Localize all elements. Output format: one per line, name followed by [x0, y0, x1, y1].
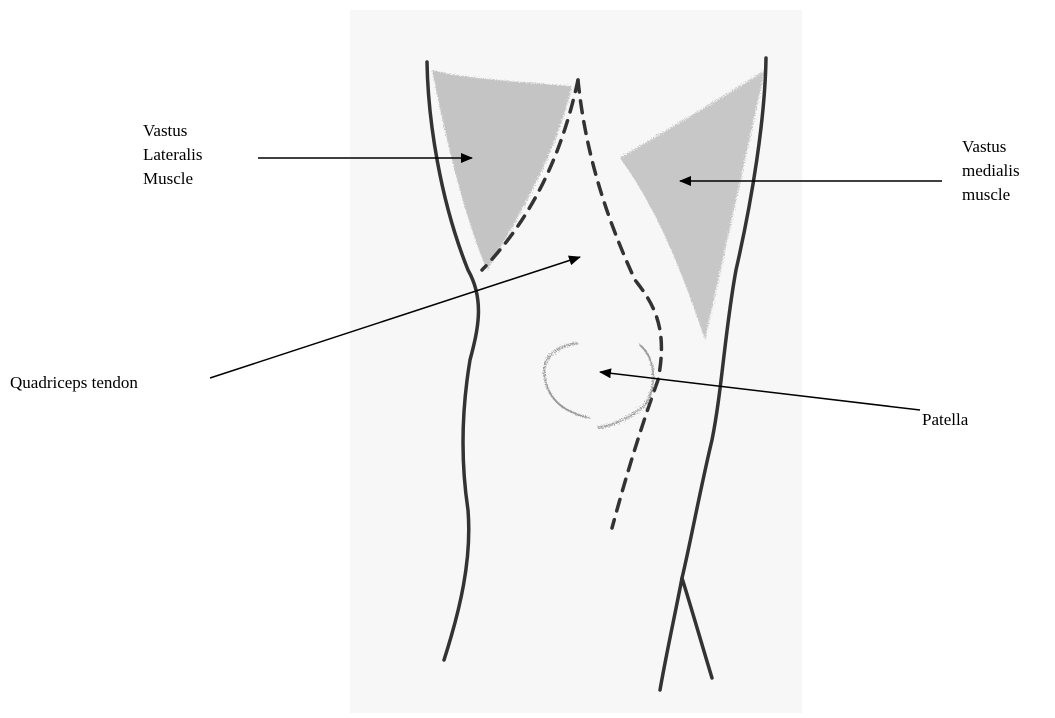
vastus-medialis-label-line-1: Vastus	[962, 135, 1020, 159]
quadriceps-tendon-label: Quadriceps tendon	[10, 371, 138, 395]
vastus-lateralis-label: Vastus Lateralis Muscle	[143, 119, 202, 191]
vastus-lateralis-label-line-1: Vastus	[143, 119, 202, 143]
vastus-medialis-label: Vastus medialis muscle	[962, 135, 1020, 207]
vastus-medialis-label-line-2: medialis	[962, 159, 1020, 183]
patella-label: Patella	[922, 408, 968, 432]
vastus-lateralis-label-line-3: Muscle	[143, 167, 202, 191]
vastus-medialis-label-line-3: muscle	[962, 183, 1020, 207]
vastus-lateralis-label-line-2: Lateralis	[143, 143, 202, 167]
